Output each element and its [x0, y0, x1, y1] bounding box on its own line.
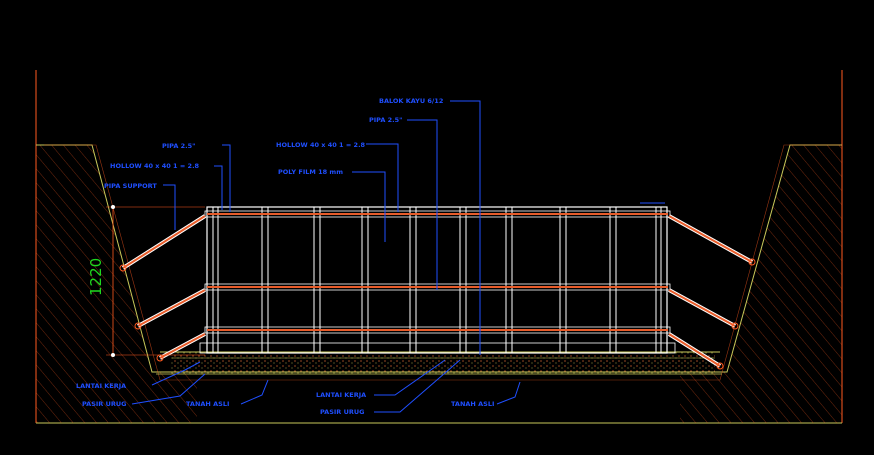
label-tanah-asli-left: TANAH ASLI — [186, 400, 229, 408]
height-dimension: 1220 — [87, 205, 205, 357]
formwork-panel — [199, 206, 676, 354]
label-lantai-kerja-left: LANTAI KERJA — [76, 382, 126, 390]
dimension-label: 1220 — [87, 258, 105, 296]
base-layers — [156, 351, 722, 375]
balok-kayu — [199, 342, 676, 354]
support-base — [716, 362, 724, 370]
pipe-support-core — [122, 215, 206, 269]
label-pasir-urug-left: PASIR URUG — [82, 400, 126, 408]
pipe-support-core — [137, 289, 206, 327]
label-hollow-left: HOLLOW 40 x 40 1 = 2.8 — [110, 162, 200, 170]
pipe-support-core — [668, 215, 753, 263]
annotations: BALOK KAYU 6/12 PIPA 2.5" HOLLOW 40 x 40… — [76, 97, 494, 416]
label-lantai-kerja-center: LANTAI KERJA — [316, 391, 366, 399]
support-base — [748, 258, 756, 266]
label-pasir-urug-center: PASIR URUG — [320, 408, 364, 416]
pipe-support-core — [668, 333, 721, 367]
support-base — [119, 264, 127, 272]
pipa-beam — [204, 326, 671, 334]
label-pipa-support: PIPA SUPPORT — [104, 182, 157, 190]
pipe-support-core — [159, 333, 206, 359]
pipe-supports — [119, 214, 756, 370]
support-base — [134, 322, 142, 330]
label-pipa-center: PIPA 2.5" — [369, 116, 403, 124]
label-hollow-center: HOLLOW 40 x 40 1 = 2.8 — [276, 141, 366, 149]
label-tanah-asli-right: TANAH ASLI — [451, 400, 494, 408]
pipe-support-core — [668, 289, 736, 327]
label-balok-kayu: BALOK KAYU 6/12 — [379, 97, 443, 105]
label-pipa-left: PIPA 2.5" — [162, 142, 196, 150]
leader-lines — [131, 100, 665, 413]
label-poly-film: POLY FILM 18 mm — [278, 168, 343, 176]
support-base — [731, 322, 739, 330]
